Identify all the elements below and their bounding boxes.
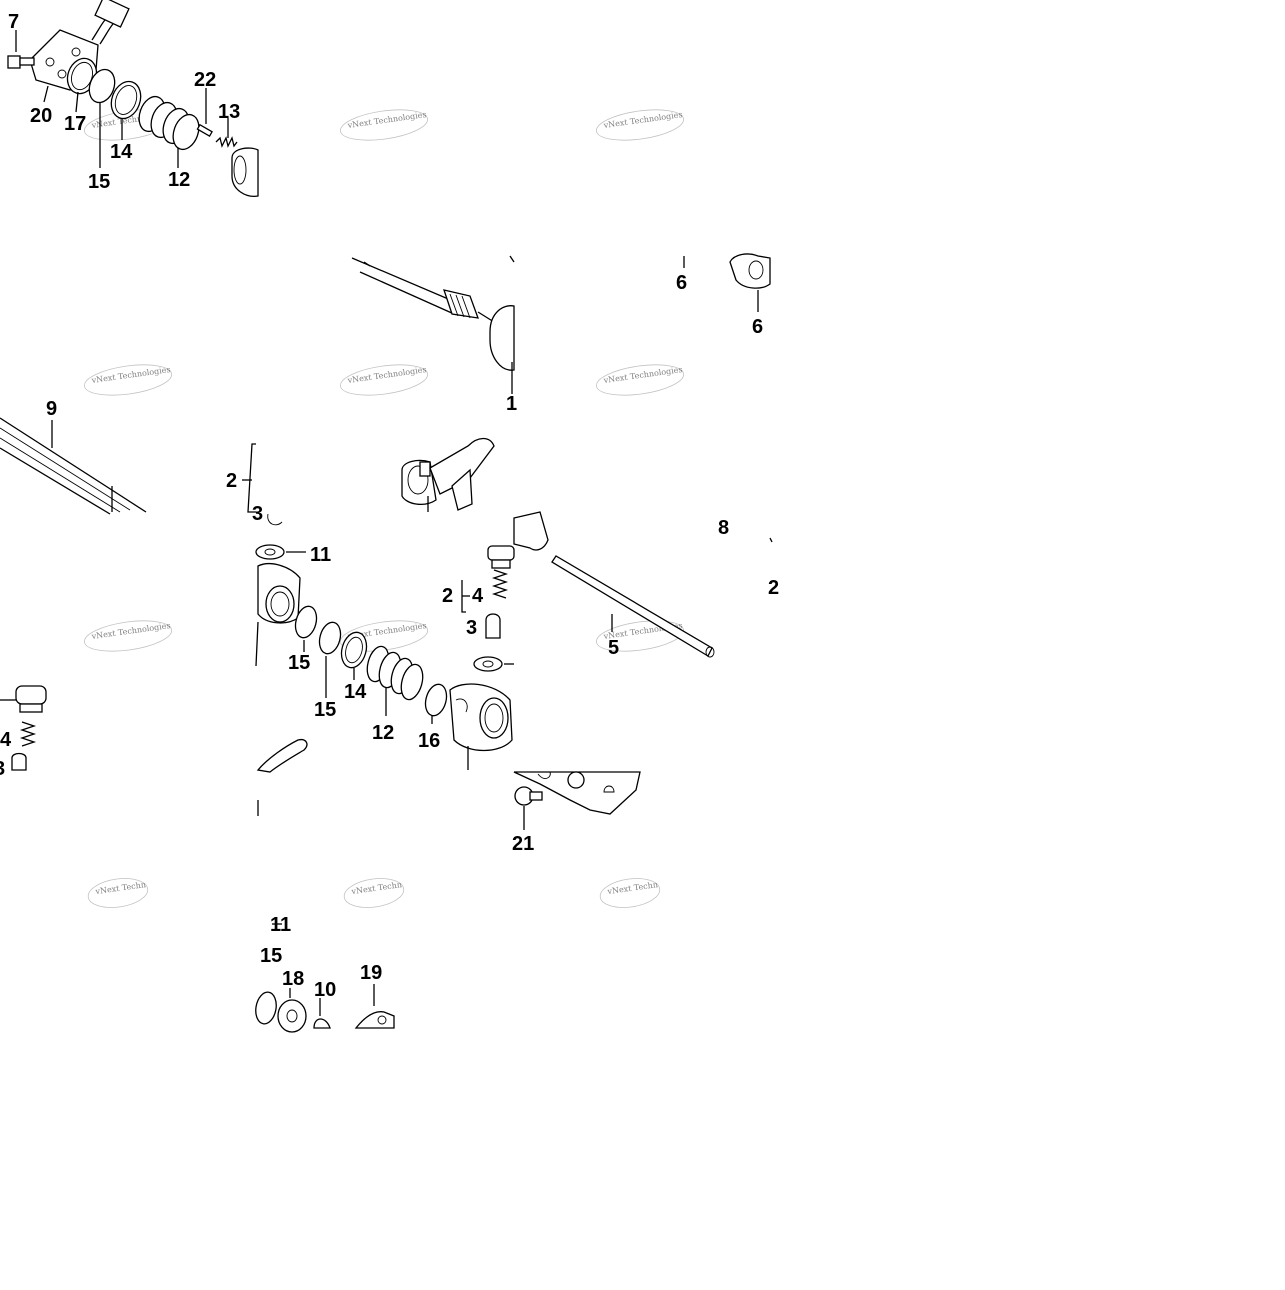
right-fragment: [513, 511, 773, 551]
spring-12-middle: [366, 645, 424, 716]
callout-14: 14: [344, 681, 367, 703]
callout-15: 15: [288, 652, 310, 674]
callout-13: 13: [218, 101, 240, 123]
bolt-7: [7, 55, 35, 69]
detent-plug-left: [0, 685, 47, 771]
callout-11: 11: [270, 914, 291, 936]
bracket-2-top: [247, 443, 283, 526]
detent-plug-assembly: [461, 545, 515, 639]
callout-8: 8: [718, 517, 729, 539]
callout-19: 19: [360, 962, 382, 984]
leader-lines: [15, 30, 759, 925]
callout-7: 7: [8, 11, 19, 33]
callout-3: 3: [252, 503, 263, 525]
ring-14-middle: [340, 631, 368, 680]
spring-12-top: [138, 95, 200, 151]
svg-text:vNext Technologies: vNext Technologies: [602, 365, 683, 385]
sleeve-gear-left: [255, 563, 301, 667]
shift-shaft: [351, 255, 515, 371]
watermark: vNext Technologies: [83, 620, 173, 652]
snap-ring-16: [424, 683, 448, 724]
snap-ring-15-middle-b: [318, 621, 342, 698]
callout-11: 11: [310, 544, 331, 566]
svg-text:vNext Technologies: vNext Technologies: [90, 365, 171, 385]
callout-10: 10: [314, 979, 336, 1001]
callout-14: 14: [110, 141, 133, 163]
callout-22: 22: [194, 69, 216, 91]
sleeve-top-right: [231, 147, 259, 197]
callout-12: 12: [372, 722, 394, 744]
shift-fork-assembly: [401, 437, 495, 512]
splined-shaft-9: [0, 417, 147, 515]
pin-22: [196, 123, 213, 137]
snap-ring-15-bottom: [255, 991, 277, 1025]
callout-9: 9: [46, 398, 57, 420]
watermark: vNext Techn: [343, 878, 405, 908]
bolt-21: [514, 786, 543, 830]
callout-15: 15: [314, 699, 336, 721]
blank-tile-masks: [258, 0, 1285, 256]
callout-20: 20: [30, 105, 52, 127]
watermark: vNext Technologies: [595, 364, 685, 396]
lever-19: [354, 984, 395, 1029]
svg-text:vNext Technologies: vNext Technologies: [90, 621, 171, 641]
housing-bottom: [513, 771, 641, 815]
callout-6: 6: [752, 316, 763, 338]
callout-labels: 7 20 17 14 15 22 13 12 6 6 1 9 2 3 8 2 1…: [0, 11, 779, 1001]
callout-4: 4: [0, 729, 12, 751]
spring-13: [215, 136, 238, 148]
callout-12: 12: [168, 169, 190, 191]
callout-2: 2: [768, 577, 779, 599]
fork-lower-fragment: [256, 738, 308, 816]
callout-1: 1: [506, 393, 517, 415]
sleeve-gear-right: [449, 683, 513, 770]
watermark: vNext Techn: [87, 878, 149, 908]
callout-6: 6: [676, 272, 687, 294]
callout-3: 3: [0, 758, 5, 780]
washer-11-middle: [255, 544, 306, 560]
fork-6-fragment: [729, 253, 771, 289]
snap-ring-15-top: [88, 68, 116, 104]
part-10: [313, 998, 331, 1029]
callout-4: 4: [472, 585, 484, 607]
callout-15: 15: [88, 171, 110, 193]
washer-right-middle: [473, 656, 514, 672]
callout-5: 5: [608, 637, 619, 659]
watermark: vNext Techn: [599, 878, 661, 908]
svg-text:vNext Technologies: vNext Technologies: [346, 365, 427, 385]
callout-3: 3: [466, 617, 477, 639]
callout-18: 18: [282, 968, 304, 990]
callout-2: 2: [442, 585, 453, 607]
callout-17: 17: [64, 113, 86, 135]
snap-ring-15-middle-a: [294, 605, 318, 652]
callout-2: 2: [226, 470, 237, 492]
callout-21: 21: [512, 833, 534, 855]
callout-16: 16: [418, 730, 440, 752]
ring-14-top: [110, 80, 142, 120]
washer-18: [277, 988, 307, 1033]
fork-shaft-5: [551, 555, 715, 658]
watermark: vNext Technologies: [83, 364, 173, 396]
watermark: vNext Technologies: [339, 364, 429, 396]
callout-15: 15: [260, 945, 282, 967]
